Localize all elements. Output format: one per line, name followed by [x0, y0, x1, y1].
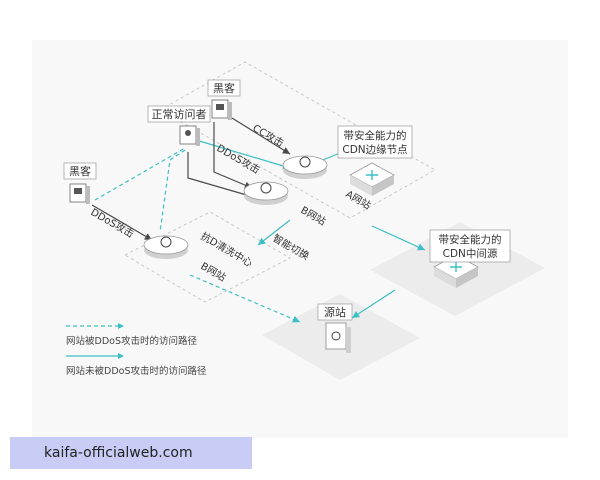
legend-normal-path: 网站未被DDoS攻击时的访问路径: [66, 365, 207, 377]
hacker-top-icon: [211, 99, 232, 120]
scrubbing-platform-outline: [123, 211, 292, 303]
scrubbing-to-origin: [189, 274, 301, 323]
cdn-mid-label-box: [429, 229, 511, 263]
watermark-banner: kaifa-officialweb.com: [10, 437, 252, 469]
origin-server: [325, 322, 351, 353]
legend-attacked-path: 网站被DDoS攻击时的访问路径: [66, 335, 197, 347]
legend-dashed-arrowhead: [118, 323, 124, 329]
visitor-to-ddos-node: [187, 152, 251, 197]
dashed-visitor-to-scrubbing: [159, 149, 186, 233]
cdn-mid-to-origin: [351, 289, 396, 319]
cdn-edge-node: [349, 162, 395, 196]
hacker-left-icon: [69, 183, 90, 204]
visitor-to-cc-node: [195, 139, 291, 170]
hacker-top-label: 黑客: [213, 81, 235, 95]
visitor-icon: [179, 125, 200, 146]
dashed-path-hacker-to-visitor: [94, 147, 186, 201]
legend: 网站被DDoS攻击时的访问路径 网站未被DDoS攻击时的访问路径: [66, 323, 207, 377]
origin-label-box: [317, 303, 353, 321]
cdn-mid-label-line1: 带安全能力的: [439, 233, 502, 246]
cc-attack-path: [231, 117, 291, 155]
edge-to-cdn-mid: [371, 225, 426, 251]
hacker-top-label-box: [207, 79, 241, 97]
location-pin-icon: [160, 236, 172, 248]
edge-platform-outline: [158, 61, 437, 219]
smart-switch-arrow: [257, 219, 291, 246]
ddos-path-to-scrubbing: [91, 204, 153, 241]
location-pin-icon: [260, 182, 272, 194]
cross-arrows-icon: [366, 170, 378, 180]
location-pin-icon: [299, 156, 311, 168]
lock-icon: [331, 331, 341, 341]
cdn-edge-label-line2: CDN边缘节点: [342, 143, 407, 156]
ddos-node: [243, 181, 289, 205]
cdn-edge-label-box: [337, 125, 413, 159]
hacker-left-label-box: [63, 162, 97, 180]
legend-solid-arrowhead: [118, 353, 124, 359]
cdn-mid-label-line2: CDN中间源: [443, 247, 498, 260]
cdn-edge-label-line1: 带安全能力的: [344, 129, 407, 142]
origin-label: 源站: [324, 305, 346, 319]
cc-node: [282, 155, 328, 179]
scrubbing-node: [143, 235, 189, 259]
hacker-left-label: 黑客: [69, 164, 91, 178]
visitor-label: 正常访问者: [152, 108, 207, 121]
ddos-attack-path-top: [213, 122, 253, 189]
cross-arrows-icon: [450, 262, 462, 272]
visitor-label-box: [147, 105, 211, 123]
